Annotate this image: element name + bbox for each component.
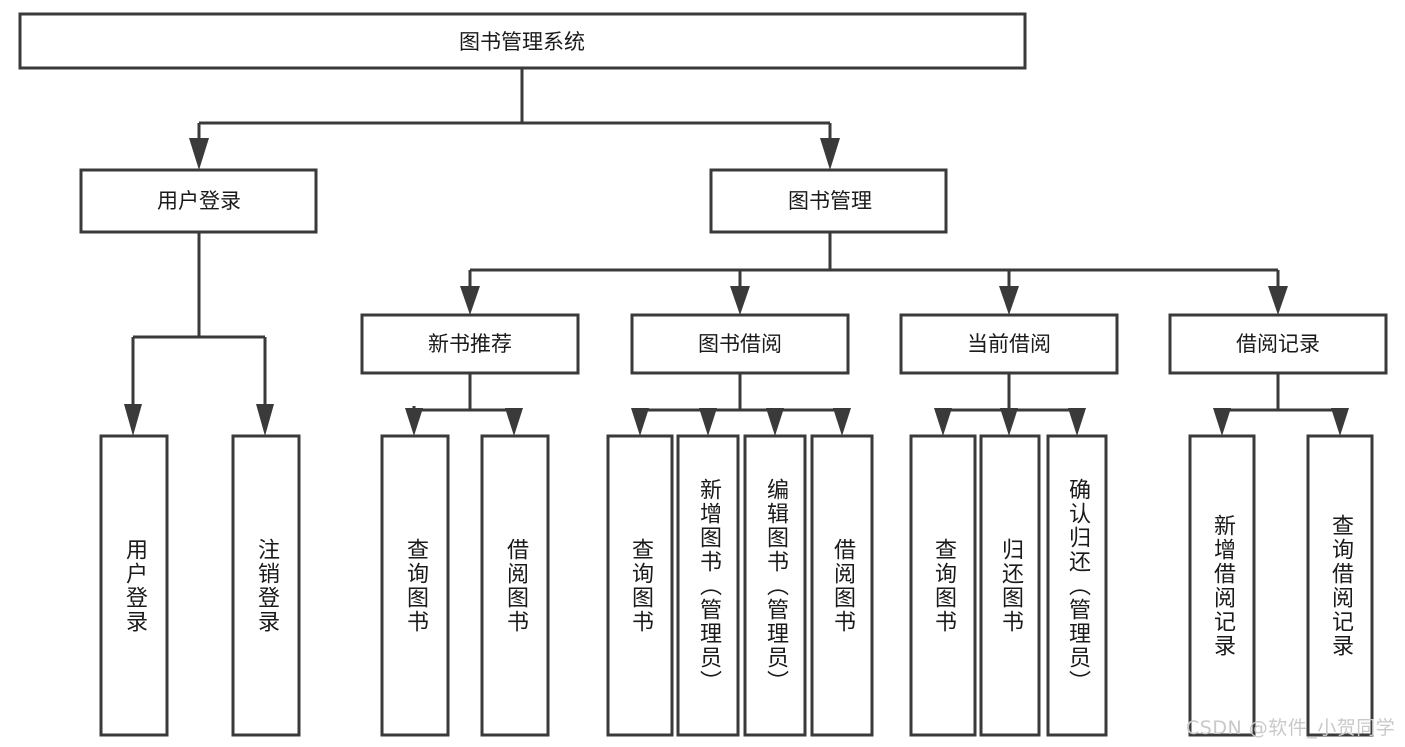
- node-book-manage-label: 图书管理: [788, 189, 872, 213]
- node-new-book-recommend[interactable]: 新书推荐: [360, 313, 580, 375]
- arrow-head-to-book-borrow: [730, 286, 750, 315]
- leaf-boxes-borrow-record: [1188, 434, 1374, 737]
- connector-group-book-manage: [460, 232, 1288, 315]
- leaf-box-borrow-record-1[interactable]: [1188, 434, 1256, 737]
- node-user-login[interactable]: 用户登录: [79, 168, 318, 234]
- leaf-box-user-login-2[interactable]: [231, 434, 301, 737]
- connector-group-root: [189, 68, 840, 170]
- leaf-boxes-book-borrow: [606, 434, 874, 737]
- arrow-head-borrow-record-leaf-1: [1213, 408, 1231, 436]
- leaf-box-user-login-1[interactable]: [99, 434, 169, 737]
- node-new-book-recommend-box[interactable]: [360, 313, 580, 375]
- node-book-manage[interactable]: 图书管理: [709, 168, 948, 234]
- leaf-box-book-borrow-3[interactable]: [743, 434, 807, 737]
- leaf-boxes-new-book: [380, 434, 550, 737]
- leaf-box-current-borrow-3[interactable]: [1046, 434, 1108, 737]
- leaf-box-new-book-1[interactable]: [380, 434, 450, 737]
- node-borrow-record-label: 借阅记录: [1236, 332, 1320, 356]
- arrow-head-current-borrow-leaf-3: [1068, 408, 1086, 436]
- node-borrow-record[interactable]: 借阅记录: [1168, 313, 1388, 375]
- connector-group-borrow-record: [1213, 373, 1349, 436]
- leaf-box-book-borrow-2[interactable]: [676, 434, 740, 737]
- arrow-head-new-book-leaf-1: [405, 408, 423, 436]
- node-book-borrow-box[interactable]: [630, 313, 850, 375]
- arrow-head-user-login-leaf-1: [124, 404, 142, 436]
- leaf-box-borrow-record-2[interactable]: [1306, 434, 1374, 737]
- node-new-book-recommend-label: 新书推荐: [428, 332, 512, 356]
- leaf-box-new-book-2[interactable]: [480, 434, 550, 737]
- leaf-box-book-borrow-1[interactable]: [606, 434, 674, 737]
- node-current-borrow-label: 当前借阅: [967, 332, 1051, 356]
- arrow-head-to-user-login: [189, 138, 209, 170]
- watermark: CSDN @软件_小贺同学: [1186, 717, 1396, 739]
- arrow-head-to-borrow-record: [1268, 286, 1288, 315]
- arrow-head-current-borrow-leaf-1: [934, 408, 952, 436]
- leaf-box-current-borrow-1[interactable]: [909, 434, 977, 737]
- arrow-head-book-borrow-leaf-2: [699, 408, 717, 436]
- node-root-box[interactable]: [18, 12, 1027, 70]
- node-root[interactable]: 图书管理系统: [18, 12, 1027, 70]
- node-book-borrow-label: 图书借阅: [698, 332, 782, 356]
- arrow-head-to-current-borrow: [999, 286, 1019, 315]
- connector-group-current-borrow: [934, 373, 1086, 436]
- connector-group-new-book: [405, 373, 523, 436]
- arrow-head-new-book-leaf-2: [505, 408, 523, 436]
- connector-group-book-borrow: [631, 373, 851, 436]
- node-current-borrow-box[interactable]: [899, 313, 1119, 375]
- leaf-boxes-user-login: [99, 434, 301, 737]
- node-borrow-record-box[interactable]: [1168, 313, 1388, 375]
- arrow-head-to-new-book: [460, 286, 480, 315]
- arrow-head-book-borrow-leaf-4: [833, 408, 851, 436]
- arrow-head-user-login-leaf-2: [256, 404, 274, 436]
- connector-group-user-login: [124, 232, 274, 436]
- node-user-login-box[interactable]: [79, 168, 318, 234]
- node-book-borrow[interactable]: 图书借阅: [630, 313, 850, 375]
- arrow-head-to-book-manage: [820, 138, 840, 170]
- leaf-boxes-current-borrow: [909, 434, 1108, 737]
- leaf-box-book-borrow-4[interactable]: [810, 434, 874, 737]
- arrow-head-borrow-record-leaf-2: [1331, 408, 1349, 436]
- node-root-label: 图书管理系统: [459, 30, 585, 54]
- arrow-head-current-borrow-leaf-2: [1000, 408, 1018, 436]
- arrow-head-book-borrow-leaf-1: [631, 408, 649, 436]
- node-user-login-label: 用户登录: [157, 189, 241, 213]
- node-book-manage-box[interactable]: [709, 168, 948, 234]
- arrow-head-book-borrow-leaf-3: [766, 408, 784, 436]
- leaf-box-current-borrow-2[interactable]: [979, 434, 1041, 737]
- node-current-borrow[interactable]: 当前借阅: [899, 313, 1119, 375]
